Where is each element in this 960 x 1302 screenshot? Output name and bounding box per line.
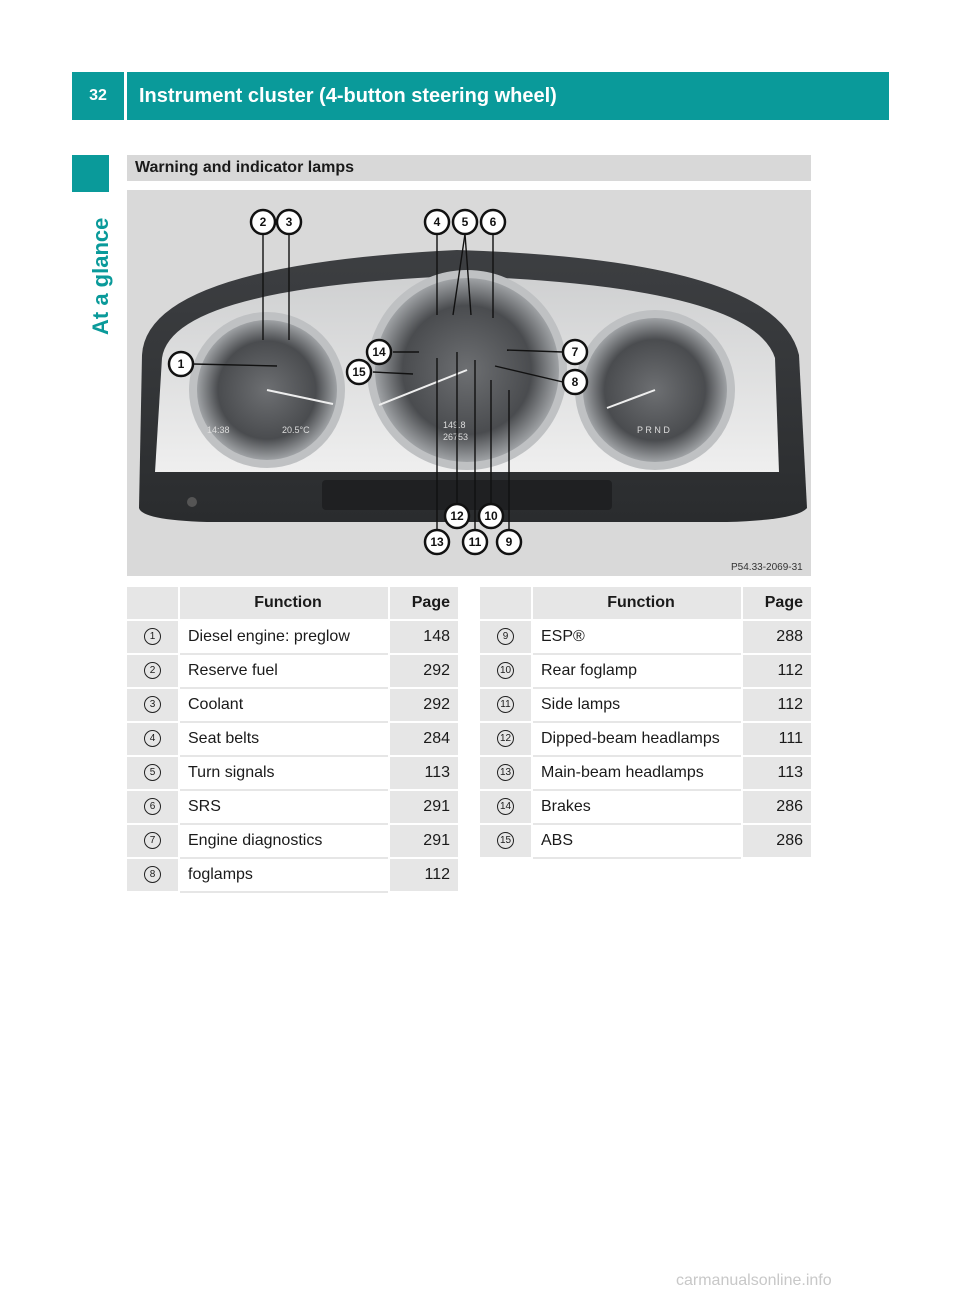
page-reference[interactable]: 292 (388, 655, 458, 689)
function-name: Dipped-beam headlamps (533, 723, 741, 757)
odometer-trip: 149.8 (443, 420, 466, 430)
callout-14: 14 (372, 345, 386, 359)
clock-readout: 14:38 (207, 425, 230, 435)
header-page: Page (388, 587, 458, 621)
table-row: 9 ESP®288 (480, 621, 811, 655)
function-name: Reserve fuel (180, 655, 388, 689)
callout-number: 10 (497, 662, 514, 680)
callout-number: 2 (144, 662, 161, 680)
instrument-cluster-figure: 14:38 20.5°C 149.8 26753 P R N D (127, 190, 811, 576)
page-reference[interactable]: 112 (741, 655, 811, 689)
function-name: ABS (533, 825, 741, 859)
callout-number: 3 (144, 696, 161, 714)
function-name: foglamps (180, 859, 388, 893)
function-name: Main-beam headlamps (533, 757, 741, 791)
page-reference[interactable]: 112 (741, 689, 811, 723)
callout-number: 9 (497, 628, 514, 646)
callout-8: 8 (572, 375, 579, 389)
page-reference[interactable]: 291 (388, 791, 458, 825)
page-title: Instrument cluster (4-button steering wh… (139, 84, 557, 107)
temperature-readout: 20.5°C (282, 425, 310, 435)
function-name: Brakes (533, 791, 741, 825)
callout-number: 8 (144, 866, 161, 884)
callout-11: 11 (469, 535, 482, 549)
function-name: Rear foglamp (533, 655, 741, 689)
callout-5: 5 (462, 215, 469, 229)
callout-12: 12 (450, 509, 464, 523)
gear-indicator: P R N D (637, 425, 670, 435)
function-name: Engine diagnostics (180, 825, 388, 859)
callout-2: 2 (260, 215, 267, 229)
page-reference[interactable]: 113 (741, 757, 811, 791)
page-reference[interactable]: 284 (388, 723, 458, 757)
callout-10: 10 (484, 509, 498, 523)
callout-13: 13 (430, 535, 444, 549)
callout-15: 15 (352, 365, 366, 379)
header-bar (72, 72, 889, 120)
callout-number: 7 (144, 832, 161, 850)
header-function: Function (180, 587, 388, 621)
callout-number: 15 (497, 832, 514, 850)
function-name: Coolant (180, 689, 388, 723)
page-reference[interactable]: 148 (388, 621, 458, 655)
page-number: 32 (72, 72, 127, 120)
header-function: Function (533, 587, 741, 621)
callout-7: 7 (572, 345, 579, 359)
callout-1: 1 (178, 357, 185, 371)
instrument-cluster-illustration: 14:38 20.5°C 149.8 26753 P R N D (139, 208, 807, 573)
callout-3: 3 (286, 215, 293, 229)
odometer-total: 26753 (443, 432, 468, 442)
callout-number: 14 (497, 798, 514, 816)
callout-number: 5 (144, 764, 161, 782)
side-tab-label: At a glance (88, 217, 113, 335)
callout-4: 4 (434, 215, 441, 229)
header-page: Page (741, 587, 811, 621)
page-reference[interactable]: 286 (741, 825, 811, 859)
page-reference[interactable]: 111 (741, 723, 811, 757)
callout-number: 4 (144, 730, 161, 748)
callout-number: 1 (144, 628, 161, 646)
callout-9: 9 (506, 535, 513, 549)
page-reference[interactable]: 286 (741, 791, 811, 825)
page-reference[interactable]: 113 (388, 757, 458, 791)
page-reference[interactable]: 112 (388, 859, 458, 893)
side-tab-marker (72, 155, 109, 192)
section-title: Warning and indicator lamps (127, 155, 811, 181)
footer-watermark: carmanualsonline.info (676, 1272, 832, 1289)
callout-number: 6 (144, 798, 161, 816)
function-name: Seat belts (180, 723, 388, 757)
callout-6: 6 (490, 215, 497, 229)
function-name: Side lamps (533, 689, 741, 723)
function-name: ESP® (533, 621, 741, 655)
figure-code: P54.33-2069-31 (731, 562, 803, 573)
callout-number: 13 (497, 764, 514, 782)
page-reference[interactable]: 292 (388, 689, 458, 723)
function-name: SRS (180, 791, 388, 825)
page-reference[interactable]: 288 (741, 621, 811, 655)
function-name: Diesel engine: preglow (180, 621, 388, 655)
callout-markers: 2 3 1 4 5 6 7 8 9 10 11 12 13 14 15 (167, 208, 589, 556)
page-reference[interactable]: 291 (388, 825, 458, 859)
callout-number: 12 (497, 730, 514, 748)
callout-number: 11 (497, 696, 514, 714)
function-name: Turn signals (180, 757, 388, 791)
